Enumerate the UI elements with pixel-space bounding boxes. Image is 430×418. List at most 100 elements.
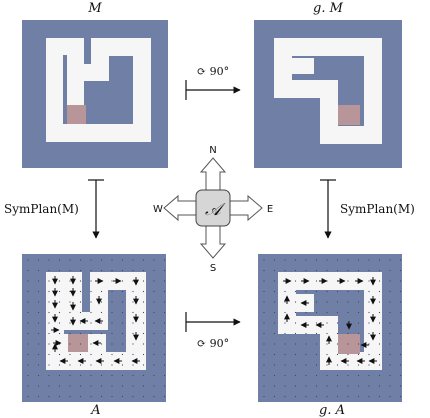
grid-dot [121,385,124,387]
grid-dot [27,259,29,261]
grid-dot [305,364,307,366]
grid-dot [336,343,339,345]
grid-dot [37,343,40,345]
grid-dot [326,290,328,293]
grid-dot [315,374,318,377]
grid-dot [132,332,134,335]
grid-dot [336,332,339,335]
grid-dot [326,322,328,324]
grid-dot [121,259,124,261]
grid-dot [399,290,402,293]
grid-dot [273,353,276,356]
grid-dot [336,322,339,324]
grid-dot [58,311,61,314]
west-label: W [153,204,163,215]
grid-dot [163,259,166,261]
grid-dot [132,280,134,282]
grid-dot [163,374,166,377]
grid-dot [37,353,40,356]
grid-dot [100,353,103,356]
maze-m-floor [46,38,151,142]
grid-dot [79,301,82,303]
grid-dot [142,385,145,387]
grid-dot [399,343,402,345]
grid-dot [132,290,134,293]
grid-dot [163,385,166,387]
grid-dot [79,343,82,345]
grid-dot [111,290,113,293]
grid-dot [326,374,328,377]
left-symplan-arrow: SymPlan(M) [4,179,104,239]
grid-dot [132,269,134,272]
grid-dot [305,385,307,387]
grid-dot [294,311,297,314]
grid-dot [142,374,145,377]
grid-dot [294,395,297,398]
grid-dot [263,290,265,293]
grid-dot [69,290,71,293]
grid-dot [357,395,360,398]
grid-dot [37,364,40,366]
grid-dot [326,364,328,366]
grid-dot [142,280,145,282]
grid-dot [48,353,50,356]
grid-dot [336,374,339,377]
grid-dot [389,395,391,398]
grid-dot [121,353,124,356]
grid-dot [273,332,276,335]
grid-dot [27,343,29,345]
grid-dot [273,290,276,293]
north-label: N [209,145,216,156]
grid-dot [111,353,113,356]
left-symplan-label: SymPlan(M) [4,202,79,216]
grid-dot [368,269,370,272]
grid-dot [399,301,402,303]
grid-dot [326,301,328,303]
grid-dot [27,353,29,356]
grid-dot [284,290,286,293]
grid-dot [399,395,402,398]
grid-dot [163,395,166,398]
grid-dot [263,269,265,272]
grid-dot [153,280,155,282]
grid-dot [389,269,391,272]
grid-dot [58,343,61,345]
grid-dot [90,301,92,303]
grid-dot [100,395,103,398]
grid-dot [368,311,370,314]
grid-dot [111,280,113,282]
grid-dot [90,332,92,335]
grid-dot [111,364,113,366]
grid-dot [263,353,265,356]
grid-dot [305,269,307,272]
grid-dot [27,395,29,398]
grid-dot [368,259,370,261]
grid-dot [153,322,155,324]
grid-dot [121,374,124,377]
grid-dot [163,301,166,303]
grid-dot [315,301,318,303]
grid-dot [58,332,61,335]
grid-dot [153,290,155,293]
grid-dot [48,374,50,377]
grid-dot [315,364,318,366]
grid-dot [58,395,61,398]
grid-dot [315,259,318,261]
grid-dot [389,353,391,356]
grid-dot [294,269,297,272]
maze-gm-floor [274,38,382,144]
grid-dot [273,364,276,366]
grid-dot [90,259,92,261]
grid-dot [347,395,349,398]
grid-dot [163,343,166,345]
grid-dot [315,332,318,335]
grid-dot [315,322,318,324]
grid-dot [389,259,391,261]
grid-dot [37,322,40,324]
grid-dot [37,280,40,282]
grid-dot [336,259,339,261]
grid-dot [263,395,265,398]
grid-dot [294,364,297,366]
grid-dot [142,364,145,366]
grid-dot [163,332,166,335]
